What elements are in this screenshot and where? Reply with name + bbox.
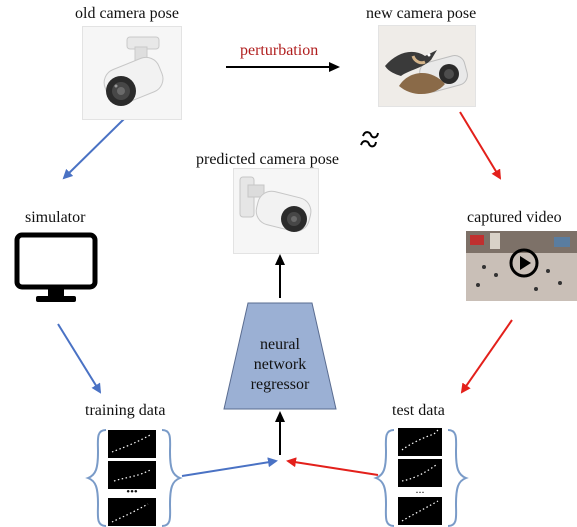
predicted-camera-image: [233, 168, 319, 254]
old-to-simulator-arrow: [62, 118, 125, 180]
bird-shape: [385, 50, 437, 76]
test-right-brace: [447, 429, 469, 527]
new-camera-pose-label: new camera pose: [366, 5, 477, 22]
test-trajectory-tile-2: [398, 459, 442, 487]
captured-video-thumbnail[interactable]: [466, 231, 577, 301]
training-left-brace: [85, 429, 107, 527]
test-trajectory-tile-1: [398, 428, 442, 456]
simulator-to-training-arrow: [57, 323, 102, 394]
regressor-line-3: regressor: [250, 376, 310, 393]
training-right-brace: [161, 429, 183, 527]
regressor-line-2: network: [253, 356, 307, 373]
approx-symbol-icon: [360, 131, 379, 148]
simulator-monitor: [14, 232, 98, 304]
play-icon[interactable]: [509, 248, 539, 278]
perturbation-label: perturbation: [240, 42, 319, 59]
simulator-label: simulator: [25, 209, 86, 226]
regressor-line-1: neural: [260, 336, 300, 353]
test-left-brace: [373, 429, 395, 527]
old-camera-pose-label: old camera pose: [75, 5, 179, 22]
old-camera-image: [82, 26, 182, 120]
training-ellipsis: •••: [126, 486, 138, 498]
computer-monitor-icon: [14, 232, 98, 302]
test-trajectory-tile-3: [398, 497, 442, 525]
training-trajectory-tile-2: [108, 461, 156, 489]
security-camera-icon: [103, 36, 164, 106]
test-to-regressor-arrow: [286, 457, 379, 476]
predicted-security-camera-icon: [239, 176, 312, 232]
predicted-camera-pose-label: predicted camera pose: [196, 151, 340, 168]
video-to-test-arrow: [460, 319, 513, 394]
new-to-video-arrow: [459, 111, 502, 180]
regressor-text: neural network regressor: [224, 335, 336, 395]
new-camera-image: [378, 25, 476, 107]
test-ellipsis: ...: [415, 482, 425, 496]
training-data-label: training data: [85, 402, 166, 419]
test-data-label: test data: [392, 402, 445, 419]
training-trajectory-tile-3: [108, 498, 156, 526]
neural-network-regressor-box: [223, 302, 337, 410]
captured-video-label: captured video: [467, 209, 562, 226]
training-to-regressor-arrow: [181, 457, 278, 477]
training-trajectory-tile-1: [108, 430, 156, 458]
